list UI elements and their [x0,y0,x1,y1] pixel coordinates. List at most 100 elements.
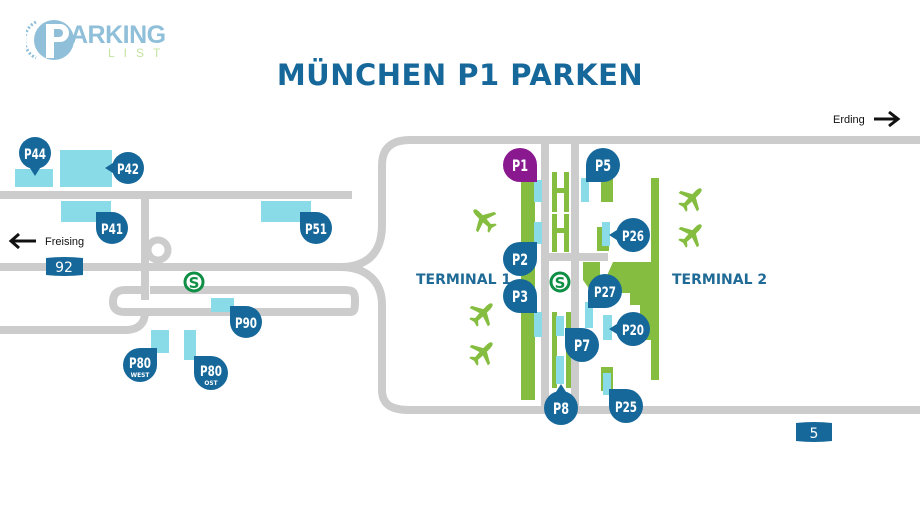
pin-label: P3 [512,287,528,306]
parking-area-p2 [534,222,542,244]
airplane-icon [464,200,503,239]
logo-p-mark [26,20,74,60]
terminal-block [552,352,557,388]
pin-marker [112,152,144,184]
terminal-block [552,312,557,354]
parking-pin-p3[interactable]: P3 [503,279,537,313]
pin-tail [520,165,537,182]
pin-label: P5 [595,156,611,175]
parking-area-p80-west [151,330,169,353]
s-bahn-west: S [183,271,205,293]
road-shield-5: 5 [796,422,832,442]
pin-tail [520,242,537,259]
terminal-2-label: TERMINAL 2 [672,272,767,288]
parking-pin-p42[interactable]: P42 [105,152,144,184]
terminal-2-building [651,178,659,380]
airplane-icon [672,179,711,218]
parking-area-p27 [585,302,593,328]
parking-pin-p25[interactable]: P25 [609,389,643,423]
parking-area-p51 [261,201,311,222]
pin-label: P8 [553,399,569,418]
pin-tail [140,348,157,365]
pin-tail [586,165,603,182]
pin-label: P80 [129,356,151,372]
s-bahn-icon [549,271,571,293]
parking-area-p3 [534,312,542,337]
parking-pin-p7[interactable]: P7 [565,328,599,362]
road-number: 5 [810,426,819,442]
s-bahn-label: S [555,274,566,292]
parking-pin-p27[interactable]: P27 [588,274,622,308]
parking-area-p80-ost [184,330,196,360]
parking-pin-p44[interactable]: P44 [19,137,51,176]
pin-label: P2 [512,250,528,269]
pin-label: P80 [200,364,222,380]
terminal-block [552,228,569,233]
pin-marker [616,312,650,346]
direction-freising: Freising [8,232,84,250]
road-number: 92 [55,260,73,276]
pin-tail [609,389,626,406]
pin-label: P27 [594,285,616,301]
pin-label: P41 [101,222,123,238]
pin-tail [194,356,211,373]
pin-label: P20 [622,323,644,339]
parking-area-p5 [581,178,589,202]
pin-tail [588,291,605,308]
terminal-1-label: TERMINAL 1 [416,272,511,288]
pin-tail [300,212,316,228]
pin-label: P1 [512,156,528,175]
pin-marker [19,137,51,169]
page-title: MÜNCHEN P1 PARKEN [276,58,644,92]
parking-area-p44 [15,169,53,187]
s-bahn-terminal: S [549,271,571,293]
pin-tail [105,161,116,175]
pin-tail [565,328,582,345]
pin-sublabel: WEST [131,371,150,379]
parking-pin-p8[interactable]: P8 [544,384,578,425]
terminal-block [601,178,613,202]
parking-pin-p90[interactable]: P90 [230,306,262,338]
pin-marker [544,391,578,425]
road-shield-92: 92 [46,257,83,276]
s-bahn-icon [183,271,205,293]
parking-pin-p20[interactable]: P20 [609,312,650,346]
airplane-icon [463,333,502,372]
direction-erding: Erding [833,110,901,128]
pin-label: P90 [235,316,257,332]
logo-word: ARKING [70,21,166,49]
pin-tail [609,322,620,336]
parking-pin-p26[interactable]: P26 [609,218,650,252]
pin-sublabel: OST [204,379,217,387]
parking-pin-p51[interactable]: P51 [300,212,332,244]
pin-tail [554,384,568,395]
pin-tail [96,212,112,228]
parking-area-p90 [211,298,234,312]
pin-label: P42 [117,162,139,178]
roads [0,136,920,414]
parkinglist-logo: ARKING LIST [26,18,176,62]
arrow-right-icon [874,110,901,128]
road-segment [0,311,149,334]
parking-pin-p1[interactable]: P1 [503,148,537,182]
parking-pin-p41[interactable]: P41 [96,212,128,244]
pin-label: P26 [622,229,644,245]
pin-tail [520,296,537,313]
parking-area-p8 [556,356,564,384]
parking-pin-p5[interactable]: P5 [586,148,620,182]
direction-label: Freising [45,236,84,248]
roundabout [144,236,172,264]
pin-label: P51 [305,222,327,238]
parking-pin-p2[interactable]: P2 [503,242,537,276]
pin-label: P25 [615,400,637,416]
pin-tail [230,306,246,322]
airplane-icon [672,215,711,254]
parking-area-p42 [60,150,112,187]
pin-marker [616,218,650,252]
arrow-left-icon [8,232,36,250]
pin-label: P44 [24,147,46,163]
s-bahn-label: S [189,274,200,292]
